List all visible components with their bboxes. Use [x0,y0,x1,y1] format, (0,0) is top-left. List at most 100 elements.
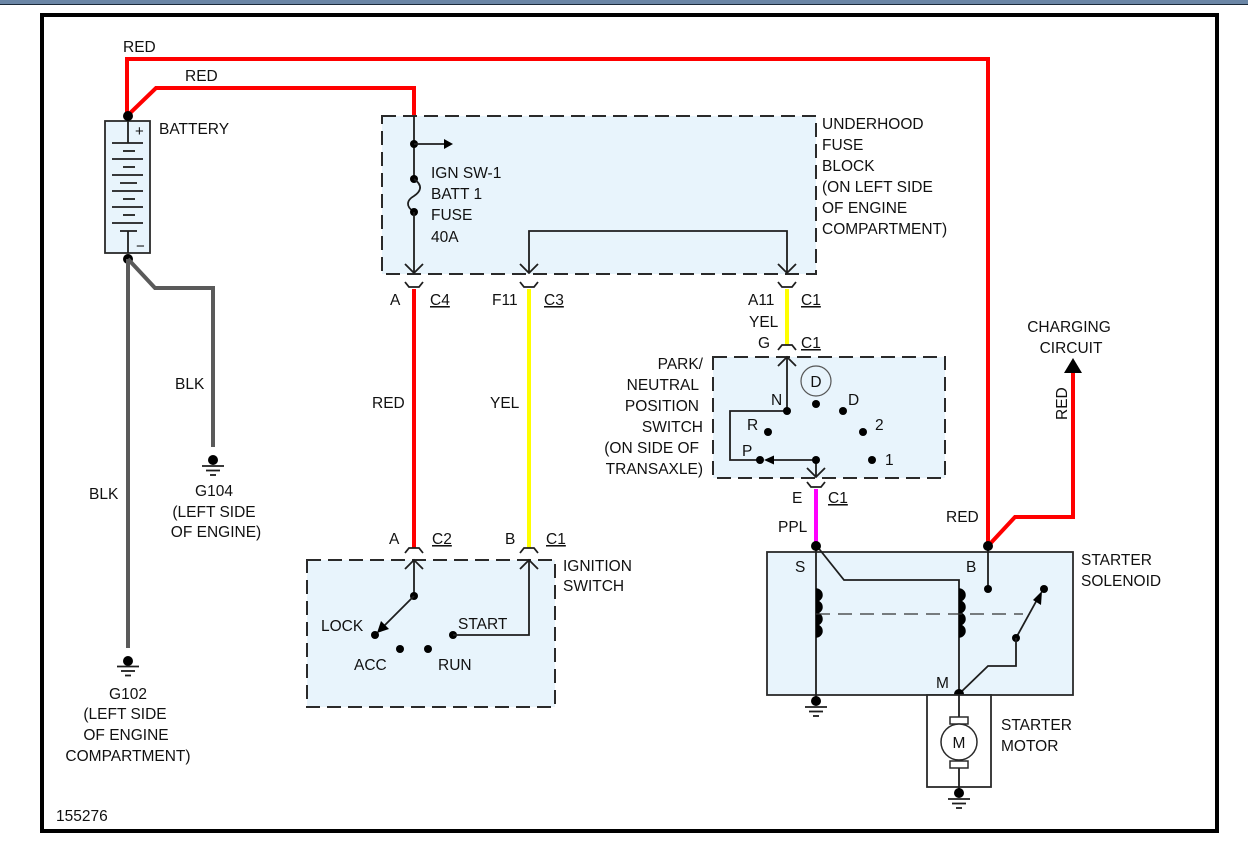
solenoid-label-s: S [795,559,805,576]
ignition-switch-title-2: SWITCH [563,578,624,595]
ground-g104-label-2: (LEFT SIDE [172,504,255,521]
fuse-label-4: 40A [431,229,459,246]
fuse-block-title-2: FUSE [822,137,863,154]
connector-c1-fuse-symbol [777,281,797,288]
starter-motor-symbol-label: M [953,735,966,752]
fuse-label-1: IGN SW-1 [431,165,501,182]
wire-charging-circuit [986,372,1075,548]
pnp-position-2: 2 [875,417,884,434]
connector-c1-fuse-name: C1 [801,292,821,309]
ign-position-lock: LOCK [321,618,364,635]
wire-label-red-charging: RED [1054,387,1071,420]
fuse-block-title-3: BLOCK [822,158,875,175]
park-neutral-position-switch [712,356,946,479]
ground-g104-label-1: G104 [195,483,233,500]
wire-label-top-red-1: RED [123,39,156,56]
ignition-switch [306,559,556,708]
connector-c1-fuse-pin: A11 [748,292,774,309]
connector-c1-pnp-out-symbol [806,481,826,488]
solenoid-label-b: B [966,559,976,576]
starter-solenoid-title-2: SOLENOID [1081,573,1161,590]
ign-position-start: START [458,616,508,633]
fuse-block-title-5: OF ENGINE [822,200,907,217]
wire-ground-g104 [126,257,215,447]
pnp-circled-d-label: D [810,374,821,391]
ground-g102-label-1: G102 [109,686,147,703]
connector-c3-symbol [519,281,539,288]
fuse-label-3: FUSE [431,207,472,224]
charging-circuit-title-1: CHARGING [1027,319,1111,336]
pnp-title-2: NEUTRAL [627,377,700,394]
ground-g104-label-3: OF ENGINE) [171,524,261,541]
solenoid-label-m: M [936,675,949,692]
ground-g102-label-2: (LEFT SIDE [83,706,166,723]
wire-label-ppl: PPL [778,519,808,536]
pnp-title-6: TRANSAXLE) [606,461,703,478]
fuse-block-internal-circuit [404,116,797,275]
diagram-id: 155276 [56,808,108,825]
pnp-switch-internal-circuit [729,355,876,479]
pnp-title-5: (ON SIDE OF [604,440,699,457]
motor-icon [940,723,978,761]
ground-icon-g102 [117,656,139,677]
ground-icon-solenoid [805,696,827,717]
solenoid-terminal-s [811,541,821,551]
pnp-position-n: N [771,392,782,409]
starter-solenoid-internal-circuit [811,541,1048,701]
fuse-block-title-6: COMPARTMENT) [822,221,947,238]
battery-symbol [104,111,151,264]
pnp-circled-d-icon [800,365,832,397]
window-title-bar [0,0,1248,5]
connector-c1-pnp-out-pin: E [792,490,802,507]
connector-c2-ign-name: C2 [432,531,452,548]
charging-arrow-icon [1064,358,1082,373]
battery-positive-terminal [123,111,133,121]
connector-c2-ign-pin: A [389,531,400,548]
ign-position-acc: ACC [354,657,387,674]
starter-solenoid-title-1: STARTER [1081,552,1152,569]
solenoid-terminal-b [983,541,993,551]
connector-c1-pnp-in-pin: G [758,335,770,352]
ground-icon-g104 [202,455,224,476]
wire-label-yel-start: YEL [490,395,520,412]
wire-battery-to-fuse-block [125,86,416,118]
pnp-position-p: P [742,443,752,460]
ground-g102-label-4: COMPARTMENT) [65,748,190,765]
pnp-title-4: SWITCH [642,419,703,436]
connector-c4-pin: A [390,292,401,309]
starter-solenoid [766,551,1074,696]
battery-negative-sign: − [136,238,145,255]
connector-c1-pnp-in-symbol [777,344,797,351]
connector-c4-symbol [404,281,424,288]
fuse-label-2: BATT 1 [431,186,482,203]
connector-c1-ign-name: C1 [546,531,566,548]
connector-c1-ign-symbol [519,547,539,554]
ignition-switch-internal-circuit [371,558,539,653]
fuse-block-title-4: (ON LEFT SIDE [822,179,933,196]
connector-c1-ign-pin: B [505,531,515,548]
pnp-title-3: POSITION [625,398,699,415]
fuse-block-title-1: UNDERHOOD [822,116,924,133]
starter-motor-title-2: MOTOR [1001,738,1058,755]
ground-icon-motor [948,788,970,809]
connector-c2-ign-symbol [404,547,424,554]
wire-label-yel-pnp: YEL [749,314,779,331]
wire-label-red-solenoid: RED [946,509,979,526]
ground-g102-label-3: OF ENGINE [83,727,168,744]
wire-label-top-red-2: RED [185,68,218,85]
battery-positive-sign: + [135,123,144,140]
ignition-switch-title-1: IGNITION [563,558,632,575]
pnp-title-1: PARK/ [658,356,704,373]
battery-label: BATTERY [159,121,229,138]
connector-c4-name: C4 [430,292,450,309]
wire-label-red-ign: RED [372,395,405,412]
charging-circuit-title-2: CIRCUIT [1040,340,1103,357]
connector-c1-pnp-in-name: C1 [801,335,821,352]
connector-c3-name: C3 [544,292,564,309]
starter-motor-symbol [940,694,978,793]
connector-c3-pin: F11 [492,292,518,309]
underhood-fuse-block [381,115,817,275]
starter-motor-title-1: STARTER [1001,717,1072,734]
connector-c1-pnp-out-name: C1 [828,490,848,507]
